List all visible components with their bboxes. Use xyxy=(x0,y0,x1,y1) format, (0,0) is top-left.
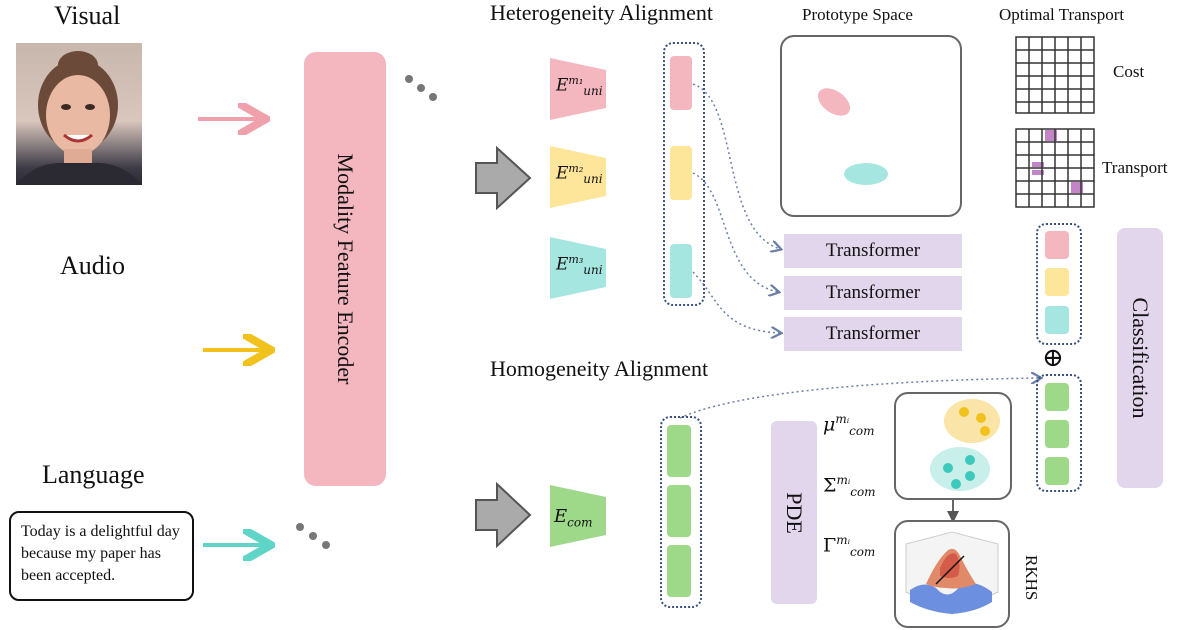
hetero-fused-column xyxy=(1036,223,1082,345)
encoder-uni-1 xyxy=(550,58,606,120)
transformer-3: Transformer xyxy=(784,317,962,351)
transformer-1: Transformer xyxy=(784,234,962,268)
rkhs-surface-box xyxy=(894,520,1010,628)
language-input-text: Today is a delightful day because my pap… xyxy=(9,511,194,601)
homo-token-3 xyxy=(667,545,691,597)
hetero-token-visual xyxy=(670,56,692,110)
pde-label: PDE xyxy=(782,491,807,534)
fused-token-language xyxy=(1045,306,1069,334)
encoder-uni-3 xyxy=(550,237,606,299)
cost-label: Cost xyxy=(1113,62,1145,81)
encoder-uni-3-label: Em₃uni xyxy=(556,253,603,278)
rkhs-label: RKHS xyxy=(1022,555,1041,601)
prototype-space-heading: Prototype Space xyxy=(802,5,913,24)
hetero-token-language xyxy=(670,244,692,298)
transport-label: Transport xyxy=(1102,158,1168,177)
classification-block: Classification xyxy=(1117,228,1163,488)
homo-token-2 xyxy=(667,485,691,537)
cost-matrix xyxy=(1015,36,1095,114)
pde-block: PDE xyxy=(771,421,817,604)
homogeneity-alignment-heading: Homogeneity Alignment xyxy=(490,356,709,381)
visual-label: Visual xyxy=(54,1,121,30)
pde-gamma-label: Γmᵢcom xyxy=(823,533,876,560)
fused-token-com-3 xyxy=(1045,457,1069,485)
heterogeneity-alignment-heading: Heterogeneity Alignment xyxy=(490,0,713,25)
hetero-token-audio xyxy=(670,146,692,200)
fused-token-com-2 xyxy=(1045,420,1069,448)
pde-sigma-label: Σmᵢcom xyxy=(823,473,876,500)
transformer-2: Transformer xyxy=(784,276,962,310)
modality-feature-encoder: Modality Feature Encoder xyxy=(304,52,386,486)
homo-feature-column xyxy=(660,416,702,608)
homo-token-1 xyxy=(667,425,691,477)
fused-token-visual xyxy=(1045,231,1069,259)
encoder-com-label: Ecom xyxy=(554,506,593,530)
pde-mu-label: μmᵢcom xyxy=(823,412,875,439)
prototype-space-box xyxy=(780,35,962,217)
homo-fused-column xyxy=(1036,374,1082,492)
hetero-feature-column xyxy=(663,42,705,306)
optimal-transport-heading: Optimal Transport xyxy=(999,5,1125,24)
encoder-label: Modality Feature Encoder xyxy=(333,153,358,385)
encoder-uni-2-label: Em₂uni xyxy=(556,162,603,187)
transport-matrix xyxy=(1015,128,1095,208)
fused-token-audio xyxy=(1045,268,1069,296)
encoder-uni-2 xyxy=(550,146,606,208)
hetero-block-arrow xyxy=(475,145,532,211)
homo-block-arrow xyxy=(475,481,532,549)
fusion-plus-icon: ⊕ xyxy=(1042,343,1064,372)
distribution-clusters-box xyxy=(894,392,1012,500)
language-label: Language xyxy=(42,460,145,489)
fused-token-com-1 xyxy=(1045,383,1069,411)
audio-label: Audio xyxy=(60,251,125,280)
classification-label: Classification xyxy=(1128,297,1153,419)
visual-input-image xyxy=(16,43,142,185)
encoder-uni-1-label: Em₁uni xyxy=(556,74,603,99)
encoder-com xyxy=(550,485,606,547)
